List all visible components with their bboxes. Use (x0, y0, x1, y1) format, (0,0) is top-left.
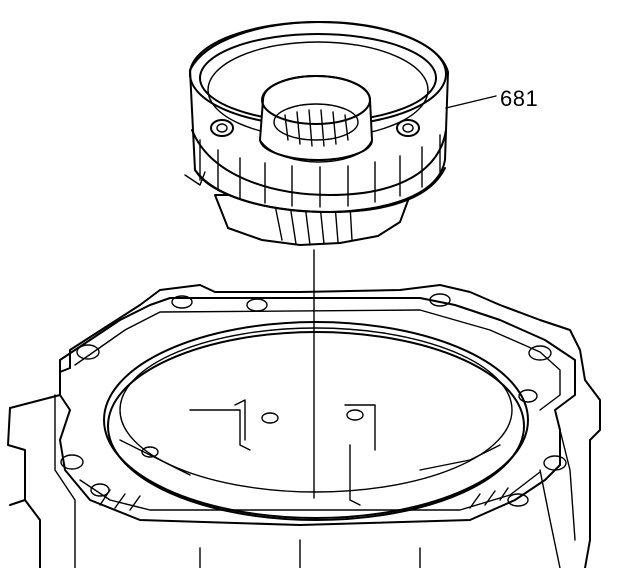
reaction-carrier-drum-681 (184, 21, 449, 246)
callout-leader-681 (445, 95, 497, 109)
callout-label-681: 681 (500, 86, 539, 111)
transmission-case-housing (7, 284, 601, 568)
